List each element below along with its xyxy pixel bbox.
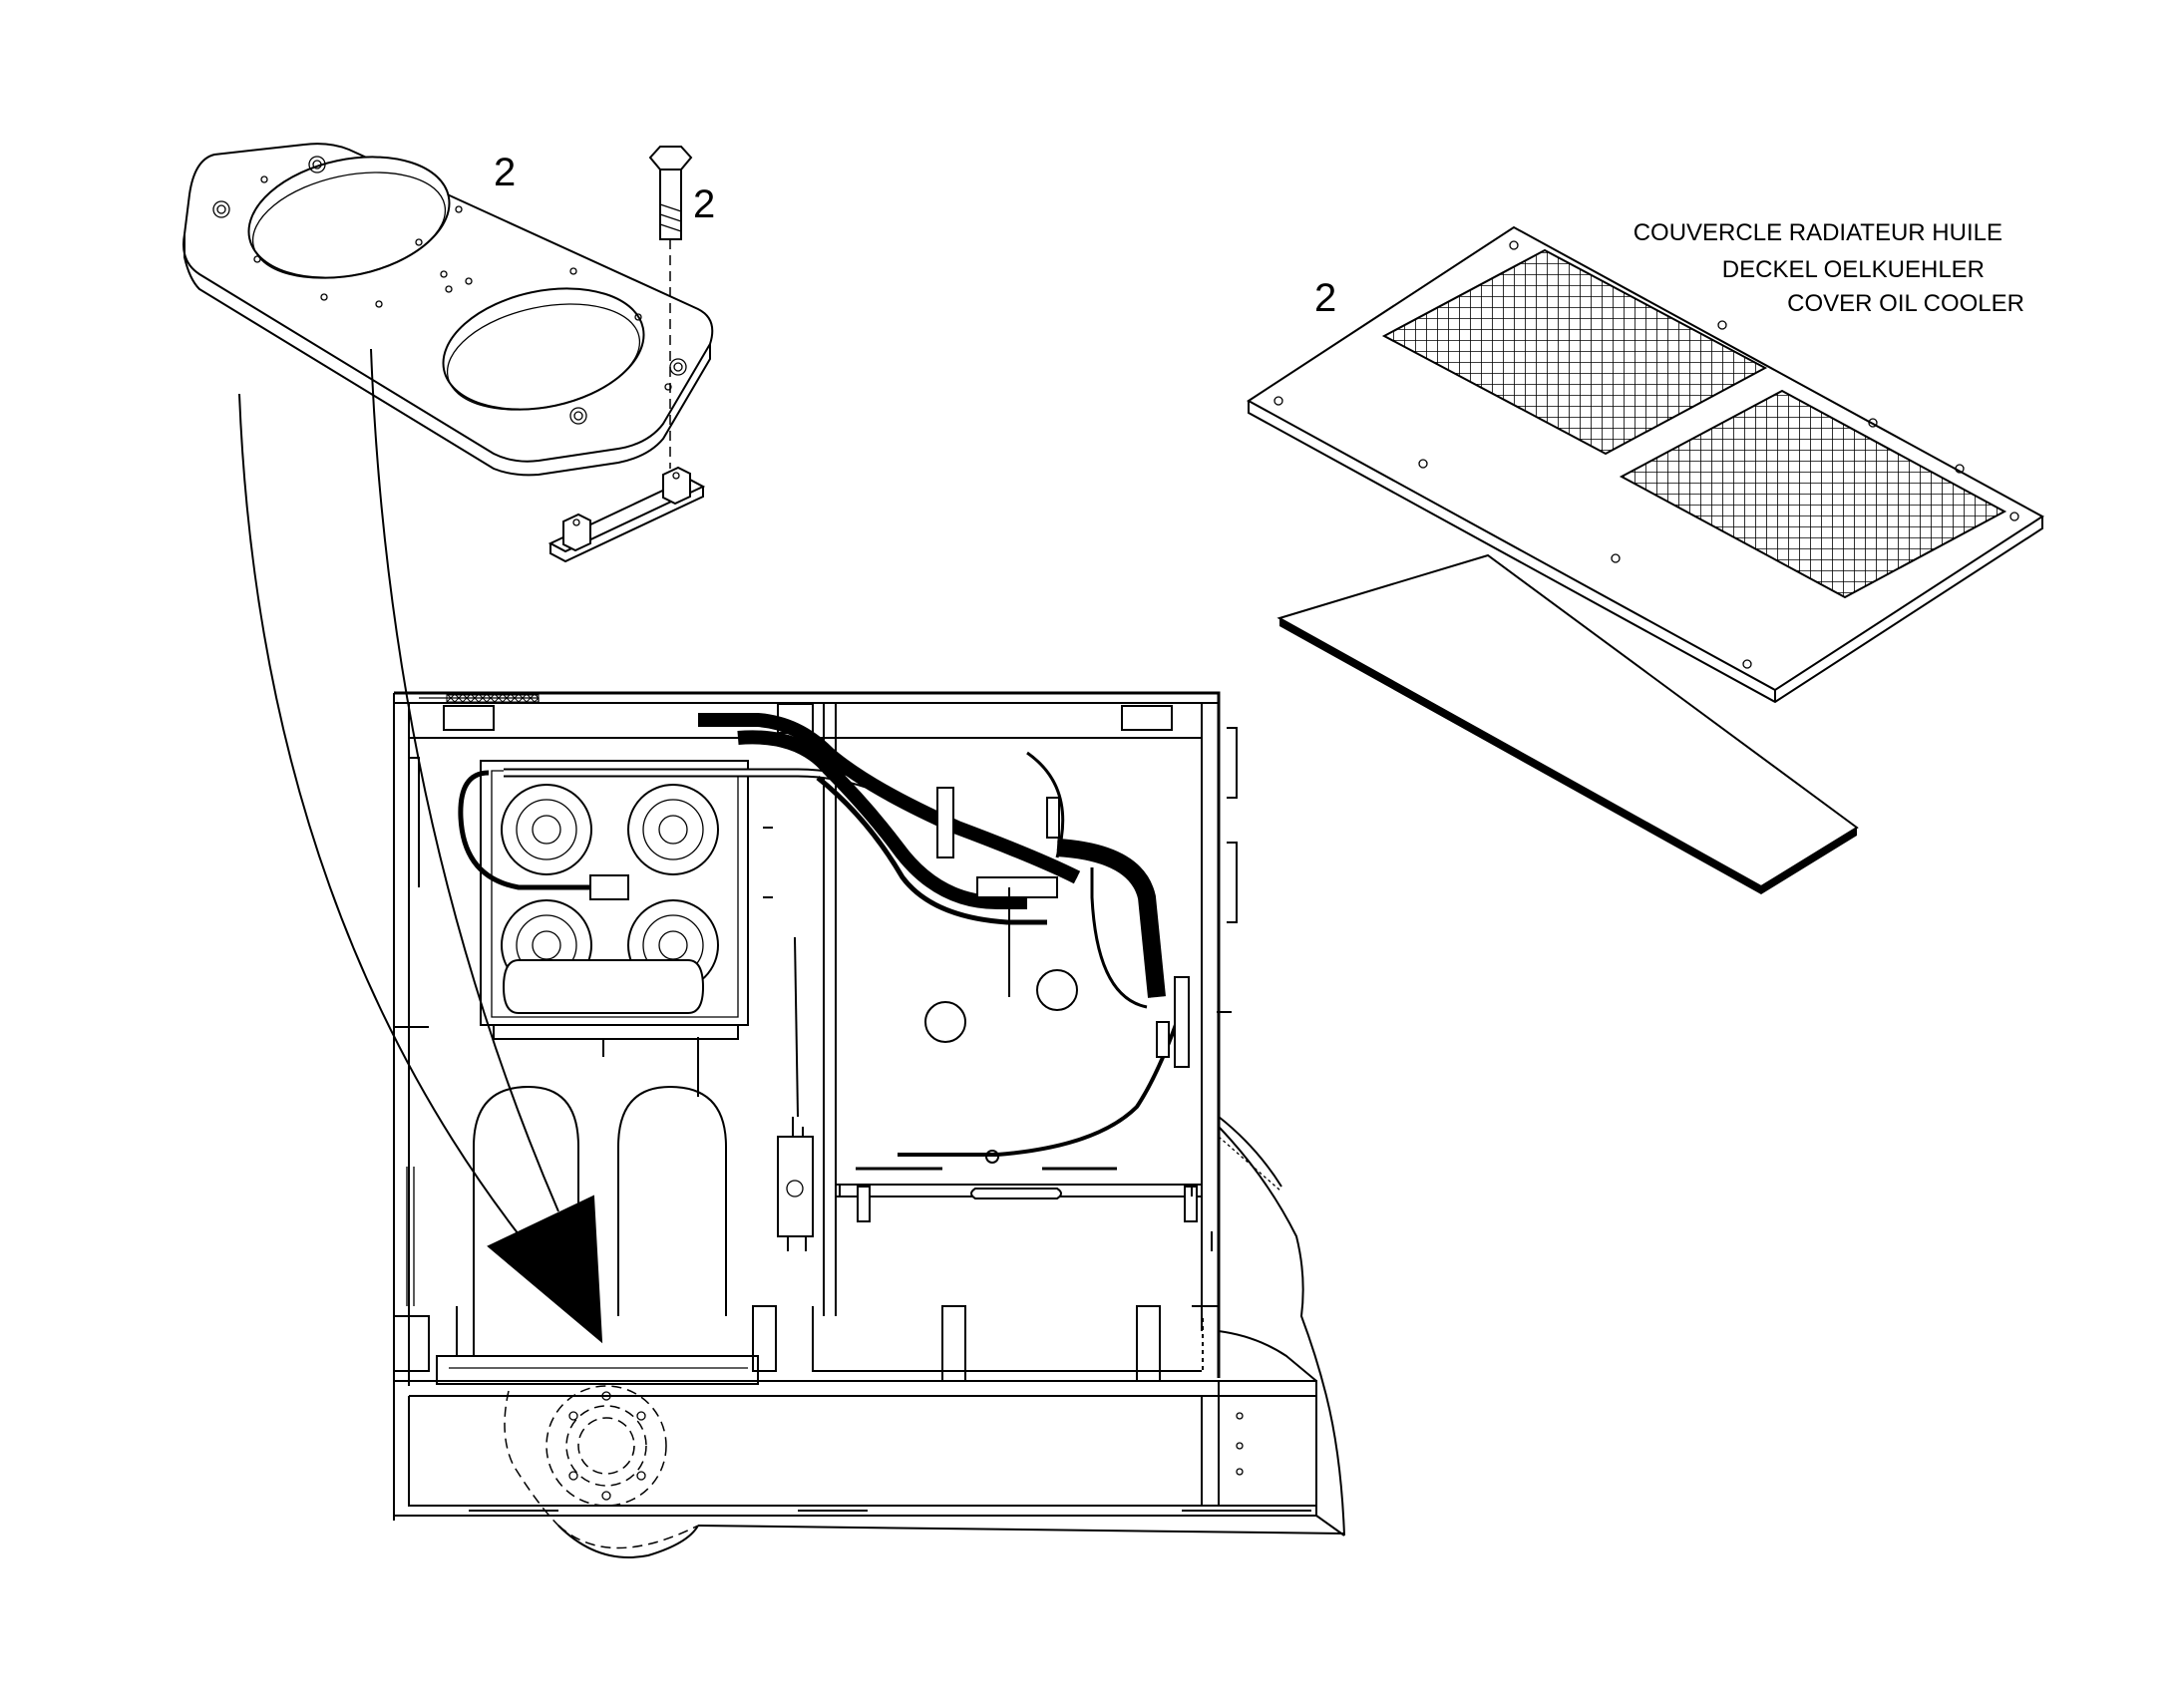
cover-mesh-left <box>1381 248 1768 456</box>
cover-gasket <box>1276 553 1859 894</box>
bolt-callout: 2 <box>693 182 715 226</box>
locator-arrow <box>238 348 603 1344</box>
flange-plate <box>182 143 714 477</box>
bolt <box>648 146 693 240</box>
cover-callout: 2 <box>1314 276 1336 320</box>
part-title-de: DECKEL OELKUEHLER <box>1722 256 1985 283</box>
panel-port-right <box>1036 969 1078 1011</box>
machine-housing <box>393 691 1345 1558</box>
hidden-flange-outline <box>504 1385 699 1558</box>
mounting-bracket <box>547 466 706 563</box>
flange-plate-callout: 2 <box>494 151 516 194</box>
oil-cooler-unit <box>480 760 749 1087</box>
oil-cooler-cover <box>1247 225 2044 704</box>
part-title-fr: COUVERCLE RADIATEUR HUILE <box>1634 219 2002 246</box>
panel-port-left <box>924 1001 966 1043</box>
cover-mesh-right <box>1619 389 2007 599</box>
hose-assembly <box>458 713 1179 1157</box>
part-title-en: COVER OIL COOLER <box>1787 290 2024 317</box>
